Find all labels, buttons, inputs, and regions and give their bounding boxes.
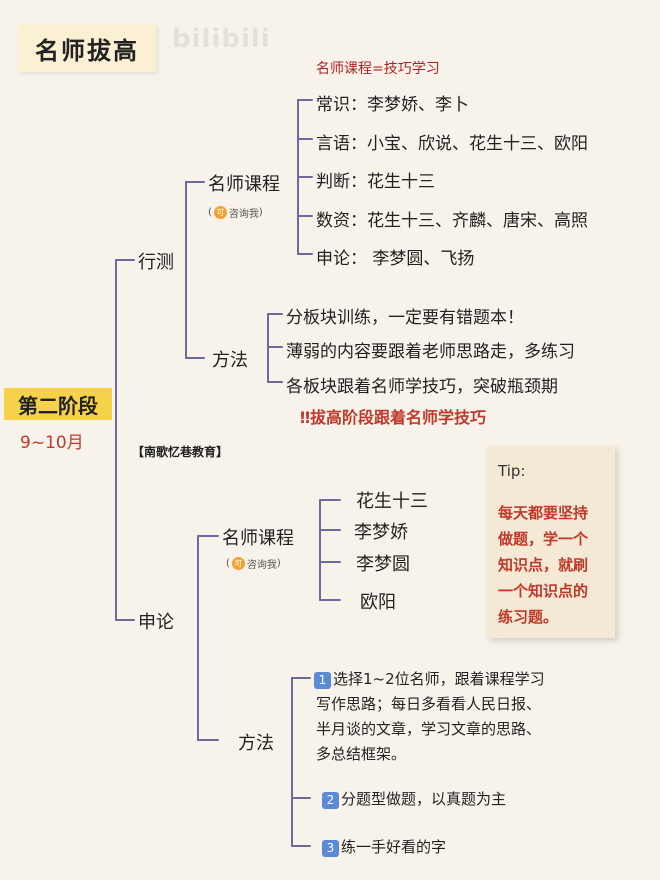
stage-box: 第二阶段 — [4, 388, 112, 420]
shenlun-course-item: 李梦娇 — [354, 522, 408, 543]
course-note: 名师课程=技巧学习 — [316, 61, 440, 77]
step-line: 练一手好看的字 — [341, 838, 447, 856]
shenlun-consult-tag: (可咨询我) — [226, 557, 281, 571]
shenlun-course-item: 李梦圆 — [356, 554, 410, 575]
tip-line: 每天都要坚持 — [498, 504, 589, 522]
xingce-consult-tag: (可咨询我) — [208, 206, 263, 220]
page-title: 名师拔高 — [35, 36, 139, 65]
tip-line: 做题，学一个 — [498, 530, 589, 548]
consult-label: 咨询我 — [246, 560, 277, 571]
step-line: 分题型做题，以真题为主 — [341, 790, 507, 808]
stage-months: 9~10月 — [20, 433, 84, 453]
xingce-course-item: 数资：花生十三、齐麟、唐宋、高照 — [316, 211, 588, 231]
step-line: 多总结框架。 — [316, 745, 407, 763]
warning-note: ‼拔高阶段跟着名师学技巧 — [300, 408, 487, 427]
xingce-method-item: 薄弱的内容要跟着老师思路走，多练习 — [286, 342, 575, 362]
xingce-course-item: 常识：李梦娇、李卜 — [316, 95, 469, 115]
shenlun-method-node: 方法 — [238, 733, 274, 754]
tip-line: 练习题。 — [498, 608, 559, 626]
shenlun-course-item: 花生十三 — [356, 491, 428, 512]
tip-line: 一个知识点的 — [498, 582, 589, 600]
step-number-badge: 3 — [322, 840, 339, 857]
tip-line: 知识点，就刷 — [498, 556, 589, 574]
xingce-node: 行测 — [138, 252, 174, 273]
tip-card — [487, 446, 615, 638]
step-number-badge: 1 — [314, 672, 331, 689]
xingce-method-item: 各板块跟着名师学技巧，突破瓶颈期 — [286, 377, 558, 397]
shenlun-course-node: 名师课程 — [222, 528, 294, 549]
step-number-badge: 2 — [322, 792, 339, 809]
xingce-method-item: 分板块训练，一定要有错题本！ — [286, 308, 524, 328]
step-line: 写作思路；每日多看看人民日报、 — [316, 695, 542, 713]
brand-label: 【南歌忆巷教育】 — [132, 445, 229, 459]
consult-badge-icon: 可 — [231, 557, 245, 570]
xingce-course-node: 名师课程 — [208, 174, 280, 195]
step-line: 选择1~2位名师，跟着课程学习 — [333, 670, 545, 688]
tip-label: Tip: — [498, 462, 526, 480]
shenlun-node: 申论 — [138, 612, 174, 633]
xingce-course-item: 申论： 李梦圆、飞扬 — [316, 249, 475, 269]
step-line: 半月谈的文章，学习文章的思路、 — [316, 720, 542, 738]
shenlun-course-item: 欧阳 — [360, 592, 396, 613]
consult-badge-icon: 可 — [213, 206, 227, 219]
title-box: 名师拔高 — [18, 24, 156, 72]
consult-label: 咨询我 — [228, 209, 259, 220]
stage-label: 第二阶段 — [18, 393, 98, 418]
xingce-course-item: 言语：小宝、欣说、花生十三、欧阳 — [316, 134, 588, 154]
xingce-course-item: 判断：花生十三 — [316, 172, 435, 192]
bilibili-watermark: bilibili — [172, 24, 271, 54]
xingce-method-node: 方法 — [212, 350, 248, 371]
